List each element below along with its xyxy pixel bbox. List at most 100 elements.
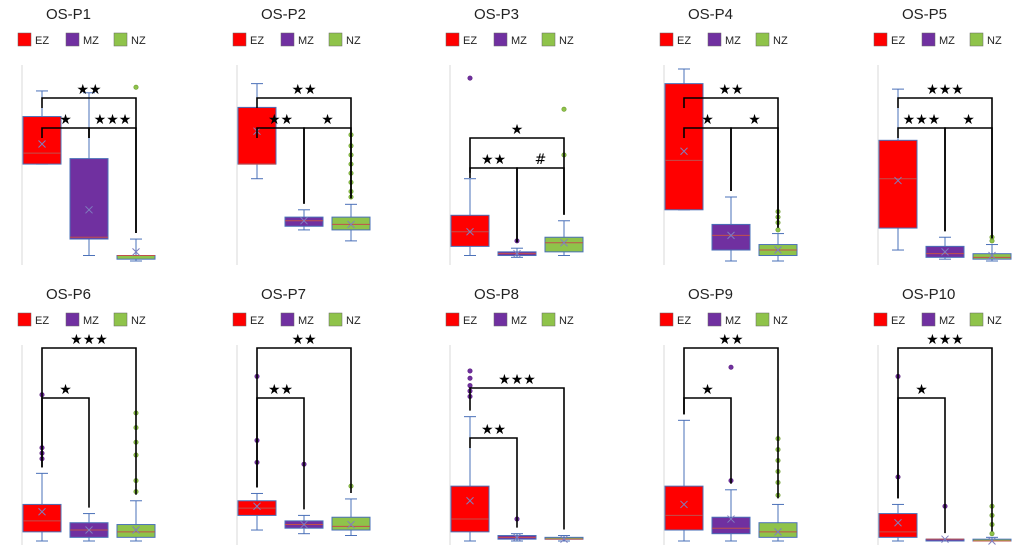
significance-label: ★ — [701, 382, 714, 398]
mean-marker — [513, 249, 521, 258]
significance-bracket — [41, 397, 90, 508]
significance-label: ★★ — [268, 382, 293, 398]
box-ez — [450, 485, 490, 533]
legend-label-mz: MZ — [511, 315, 527, 327]
legend-label-ez: EZ — [463, 35, 477, 47]
legend-swatch-ez — [17, 312, 32, 327]
legend-swatch-nz — [113, 312, 128, 327]
legend-swatch-mz — [493, 32, 508, 47]
significance-label: ★ — [321, 112, 334, 128]
legend-label-ez: EZ — [250, 35, 264, 47]
significance-label: ★★ — [718, 82, 743, 98]
significance-bracket — [683, 347, 779, 499]
legend-swatch-mz — [280, 312, 295, 327]
outlier-point — [728, 364, 734, 370]
box-nz — [331, 516, 371, 531]
panel-title: OS-P4 — [688, 6, 733, 23]
legend-swatch-nz — [755, 312, 770, 327]
mean-marker — [85, 205, 93, 214]
mean-marker — [466, 496, 474, 505]
legend-swatch-mz — [280, 32, 295, 47]
mean-marker — [132, 248, 140, 256]
panel-title: OS-P8 — [474, 286, 519, 303]
mean-marker — [727, 515, 735, 523]
box-nz — [116, 255, 156, 260]
legend-label-nz: NZ — [987, 35, 1002, 47]
significance-label: ★★ — [76, 82, 101, 98]
legend-swatch-ez — [873, 32, 888, 47]
significance-bracket — [897, 397, 946, 534]
mean-marker — [132, 526, 140, 534]
significance-bracket — [730, 127, 779, 228]
mean-marker — [941, 535, 949, 544]
legend-swatch-nz — [328, 312, 343, 327]
legend-label-nz: NZ — [559, 35, 574, 47]
mean-marker — [347, 520, 355, 529]
box-nz — [972, 253, 1012, 260]
significance-label: ★★★ — [903, 112, 941, 128]
significance-label: ★★★ — [498, 372, 536, 388]
box-ez — [450, 214, 490, 247]
mean-marker — [38, 507, 46, 516]
panel-title: OS-P10 — [902, 286, 955, 303]
significance-bracket — [303, 127, 352, 204]
significance-bracket — [469, 387, 565, 530]
mean-marker — [466, 227, 474, 236]
significance-label: ★ — [59, 112, 72, 128]
outlier-point — [467, 375, 473, 381]
legend-swatch-ez — [659, 32, 674, 47]
legend-label-nz: NZ — [346, 35, 361, 47]
legend-label-ez: EZ — [677, 35, 691, 47]
significance-label: ★★★ — [70, 332, 108, 348]
box-ez — [664, 485, 704, 531]
legend-label-ez: EZ — [677, 315, 691, 327]
mean-marker — [85, 526, 93, 534]
legend-swatch-nz — [969, 32, 984, 47]
legend-label-nz: NZ — [987, 315, 1002, 327]
box-ez — [878, 139, 918, 229]
mean-marker — [680, 147, 688, 156]
significance-label: ★★ — [718, 332, 743, 348]
mean-marker — [988, 251, 996, 260]
legend-swatch-ez — [873, 312, 888, 327]
legend-label-ez: EZ — [463, 315, 477, 327]
legend-label-mz: MZ — [511, 35, 527, 47]
mean-marker — [253, 502, 261, 511]
legend-swatch-nz — [541, 312, 556, 327]
outlier-point — [467, 368, 473, 374]
legend-swatch-nz — [113, 32, 128, 47]
legend-label-ez: EZ — [35, 315, 49, 327]
panel-title: OS-P7 — [261, 286, 306, 303]
legend-swatch-mz — [921, 312, 936, 327]
legend-swatch-mz — [65, 32, 80, 47]
mean-marker — [680, 500, 688, 509]
significance-label: ★★ — [268, 112, 293, 128]
significance-bracket — [256, 97, 352, 199]
significance-label: ★ — [962, 112, 975, 128]
mean-marker — [38, 140, 46, 148]
mean-marker — [300, 520, 308, 529]
outlier-point — [561, 106, 567, 112]
box-mz — [711, 516, 751, 535]
significance-label: ★ — [701, 112, 714, 128]
significance-bracket — [256, 397, 305, 510]
legend-label-mz: MZ — [725, 35, 741, 47]
legend-swatch-nz — [755, 32, 770, 47]
legend-swatch-mz — [493, 312, 508, 327]
legend-label-ez: EZ — [891, 35, 905, 47]
legend-label-mz: MZ — [83, 315, 99, 327]
box-mz — [284, 216, 324, 227]
legend-swatch-nz — [969, 312, 984, 327]
significance-bracket — [516, 167, 565, 243]
legend-swatch-ez — [232, 32, 247, 47]
significance-label: ★★★ — [94, 112, 132, 128]
box-nz — [331, 216, 371, 231]
